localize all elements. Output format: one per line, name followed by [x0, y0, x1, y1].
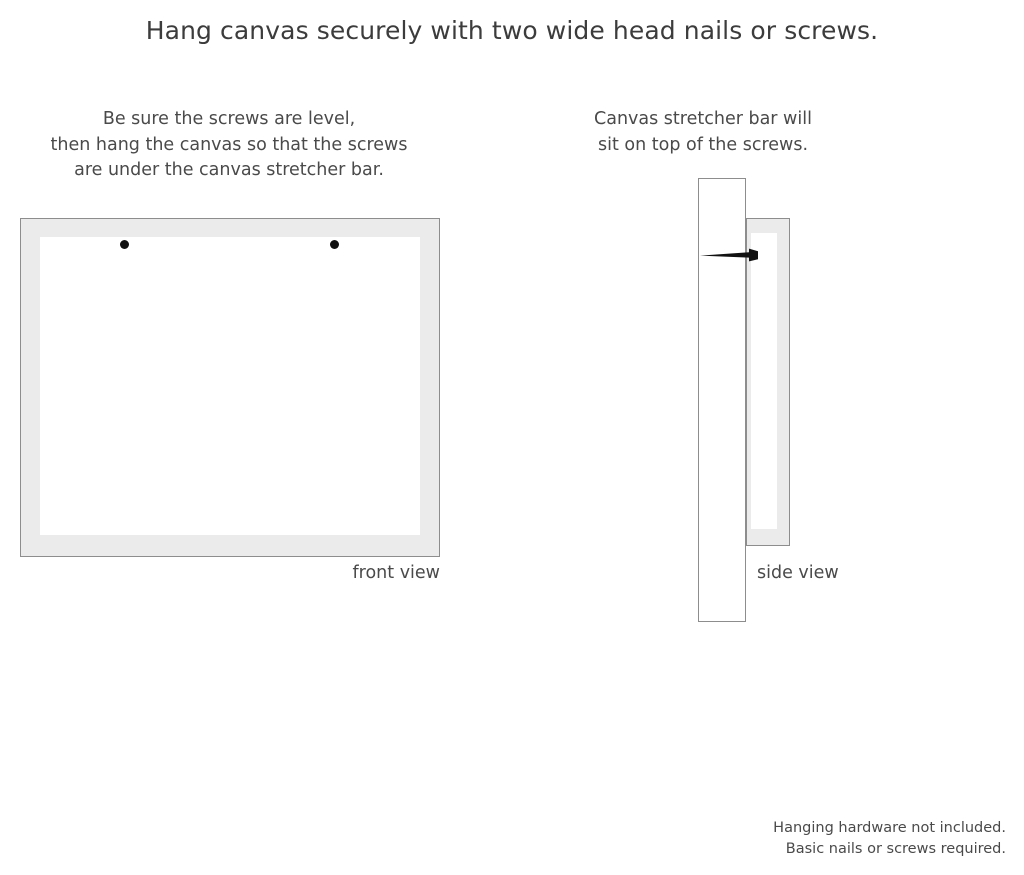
- front-view-caption: Be sure the screws are level, then hang …: [9, 107, 449, 184]
- side-view-caption: Canvas stretcher bar will sit on top of …: [553, 107, 853, 158]
- canvas-face-side: [751, 233, 777, 529]
- footer-note-line-1: Hanging hardware not included.: [773, 820, 1006, 836]
- wall-cross-section: [698, 178, 746, 622]
- screw-dot-left-icon: [120, 240, 129, 249]
- side-view-diagram: [698, 178, 792, 624]
- page-title: Hang canvas securely with two wide head …: [145, 16, 879, 45]
- canvas-stretcher-bar-side: [746, 218, 790, 546]
- footer-note: Hanging hardware not included. Basic nai…: [773, 818, 1006, 859]
- canvas-face: [40, 237, 420, 535]
- footer-note-line-2: Basic nails or screws required.: [785, 840, 1006, 857]
- front-view-label: front view: [352, 563, 441, 583]
- side-view-label: side view: [757, 563, 839, 583]
- front-view-diagram: [20, 218, 440, 557]
- screw-dot-right-icon: [330, 240, 339, 249]
- side-view-caption-line-1: Canvas stretcher bar will: [594, 109, 812, 129]
- front-view-caption-line-1: Be sure the screws are level,: [102, 109, 356, 129]
- side-view-caption-line-2: sit on top of the screws.: [597, 134, 809, 155]
- screw-icon: [700, 248, 762, 262]
- front-view-caption-line-3: are under the canvas stretcher bar.: [74, 160, 384, 180]
- front-view-caption-line-2: then hang the canvas so that the screws: [50, 134, 408, 155]
